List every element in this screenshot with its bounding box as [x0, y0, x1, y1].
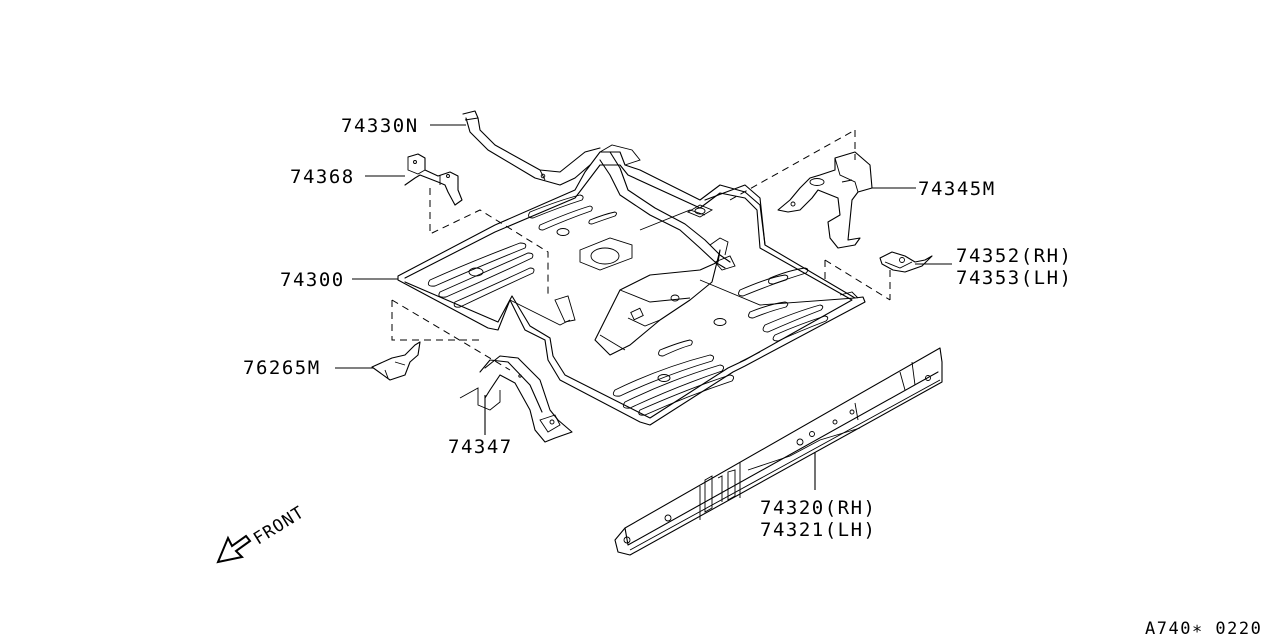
diagram-code: A740∗ 0220 [1145, 619, 1262, 639]
part-74320-74321-side-sill[interactable] [614, 347, 943, 556]
part-74352-74353-bracket[interactable] [879, 251, 933, 273]
label-74345M[interactable]: 74345M [918, 178, 996, 200]
label-74353-lh[interactable]: 74353(LH) [956, 267, 1072, 289]
label-74321-lh[interactable]: 74321(LH) [760, 519, 876, 541]
leader-lines [335, 124, 952, 490]
label-74352-rh[interactable]: 74352(RH) [956, 245, 1072, 267]
part-74347-bracket[interactable] [459, 355, 573, 443]
front-direction-indicator: FRONT [216, 503, 308, 564]
label-74347[interactable]: 74347 [448, 436, 513, 458]
part-74300-floor-panel[interactable] [397, 144, 866, 426]
part-74345M-bracket[interactable] [777, 151, 873, 249]
part-74368-bracket[interactable] [404, 153, 463, 206]
assembly-guide-lines [391, 129, 891, 371]
part-74330N-crossmember[interactable] [462, 110, 601, 186]
label-74320-rh[interactable]: 74320(RH) [760, 497, 876, 519]
label-74330N[interactable]: 74330N [341, 115, 419, 137]
front-label: FRONT [250, 503, 308, 550]
front-arrow-icon [216, 534, 252, 564]
label-74368[interactable]: 74368 [290, 166, 355, 188]
part-76265M-bracket[interactable] [371, 341, 421, 381]
label-74300[interactable]: 74300 [280, 269, 345, 291]
label-76265M[interactable]: 76265M [243, 357, 321, 379]
